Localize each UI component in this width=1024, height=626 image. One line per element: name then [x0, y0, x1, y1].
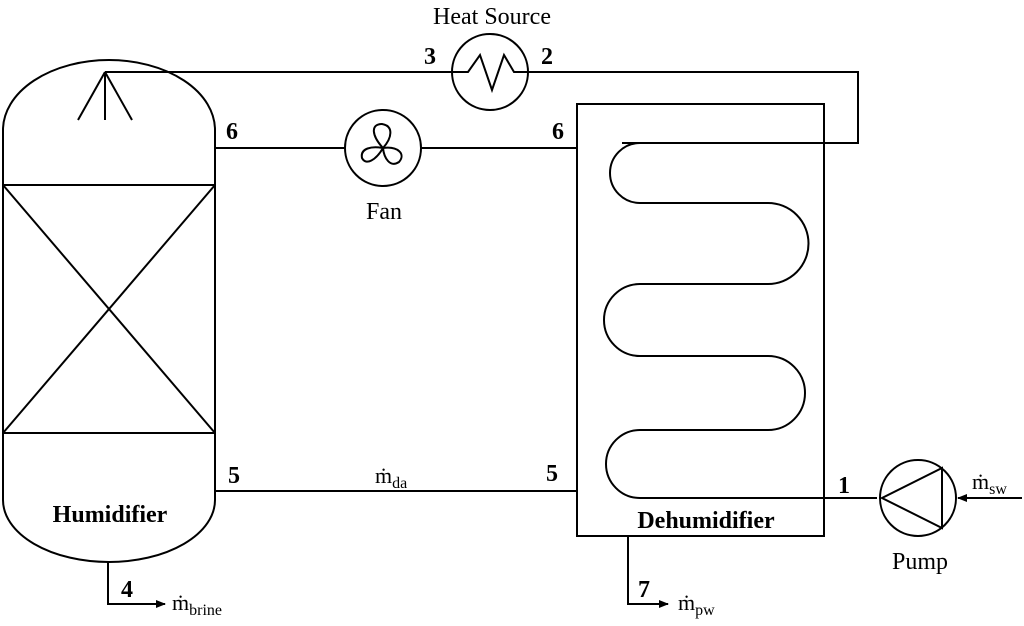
fan-unit: [344, 109, 422, 187]
condenser-coil: [603, 142, 877, 499]
dehumidifier-vessel: [576, 103, 825, 537]
pump-icon: [879, 466, 943, 530]
state-point-1: 1: [838, 473, 850, 499]
product-water-flow-label: ṁpw: [678, 590, 715, 619]
dehumidifier-label: Dehumidifier: [637, 508, 775, 534]
state-point-6-dehumidifier: 6: [552, 119, 564, 145]
state-point-3: 3: [424, 44, 436, 70]
seawater-flow-label: ṁsw: [972, 469, 1007, 498]
heat-exchanger-icon: [452, 52, 528, 94]
humidifier-vessel: [2, 59, 216, 563]
state-point-5-humidifier: 5: [228, 463, 240, 489]
state-point-2: 2: [541, 44, 553, 70]
humidifier-label: Humidifier: [53, 502, 168, 528]
state-point-7: 7: [638, 577, 650, 603]
dry-air-flow-label: ṁda: [375, 463, 407, 492]
pump-unit: [879, 459, 957, 537]
fan-icon: [360, 122, 403, 165]
state-point-5-dehumidifier: 5: [546, 461, 558, 487]
product-water-outlet-line: [627, 536, 669, 608]
pump-label: Pump: [892, 549, 948, 575]
fan-label: Fan: [366, 199, 402, 225]
brine-flow-label: ṁbrine: [172, 590, 222, 619]
state-point-4: 4: [121, 577, 133, 603]
heat-source-label: Heat Source: [433, 4, 551, 30]
state-point-6-humidifier: 6: [226, 119, 238, 145]
packing-cross: [2, 184, 216, 434]
heat-source-unit: [451, 33, 529, 111]
brine-outlet-line: [107, 561, 166, 608]
spray-nozzle-icon: [77, 71, 133, 121]
